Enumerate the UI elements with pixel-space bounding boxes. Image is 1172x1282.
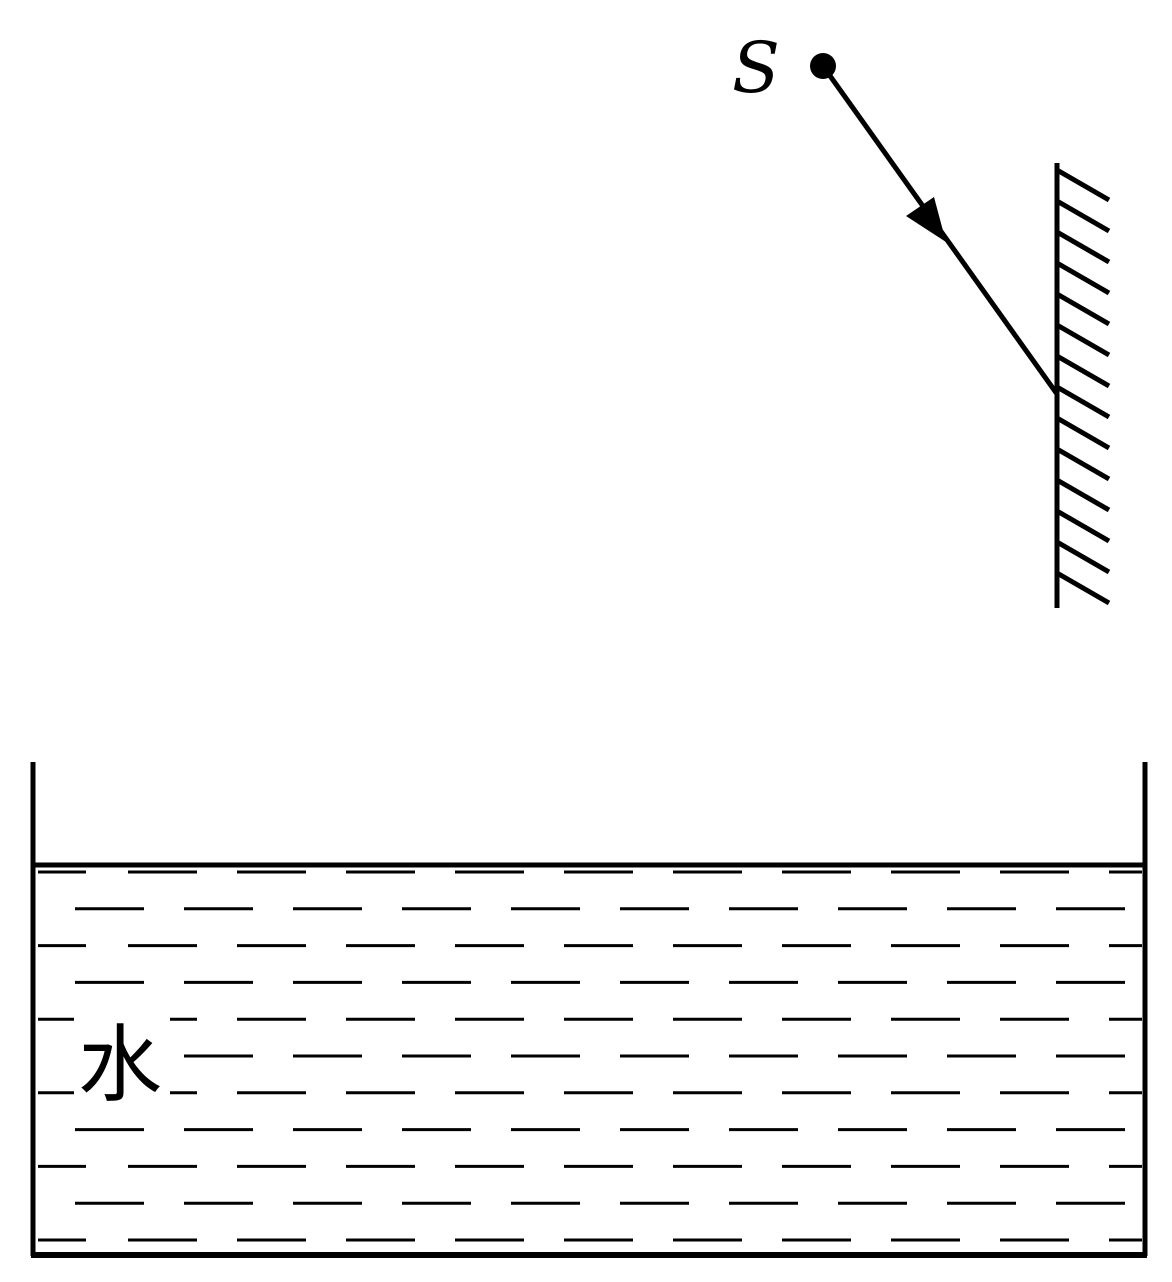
- water-dash-pattern: [38, 870, 1142, 1242]
- mirror-hatching: [1055, 167, 1111, 606]
- water-label: 水: [78, 1016, 162, 1114]
- mirror-hatch-line: [1055, 477, 1111, 513]
- source-label: S: [732, 27, 780, 109]
- mirror-hatch-line: [1055, 446, 1111, 482]
- mirror-hatch-line: [1055, 539, 1111, 575]
- mirror-hatch-line: [1055, 415, 1111, 451]
- mirror-hatch-line: [1055, 508, 1111, 544]
- water-tank: 水: [30, 762, 1148, 1258]
- water-label-backdrop: [74, 1010, 170, 1114]
- plane-mirror: [1054, 163, 1111, 608]
- mirror-hatch-line: [1055, 570, 1111, 606]
- mirror-hatch-line: [1055, 198, 1111, 234]
- ray-arrowhead: [906, 197, 946, 242]
- mirror-hatch-line: [1055, 229, 1111, 265]
- mirror-hatch-line: [1055, 353, 1111, 389]
- mirror-hatch-line: [1055, 322, 1111, 358]
- mirror-hatch-line: [1055, 384, 1111, 420]
- mirror-hatch-line: [1055, 260, 1111, 296]
- mirror-hatch-line: [1055, 167, 1111, 203]
- mirror-hatch-line: [1055, 291, 1111, 327]
